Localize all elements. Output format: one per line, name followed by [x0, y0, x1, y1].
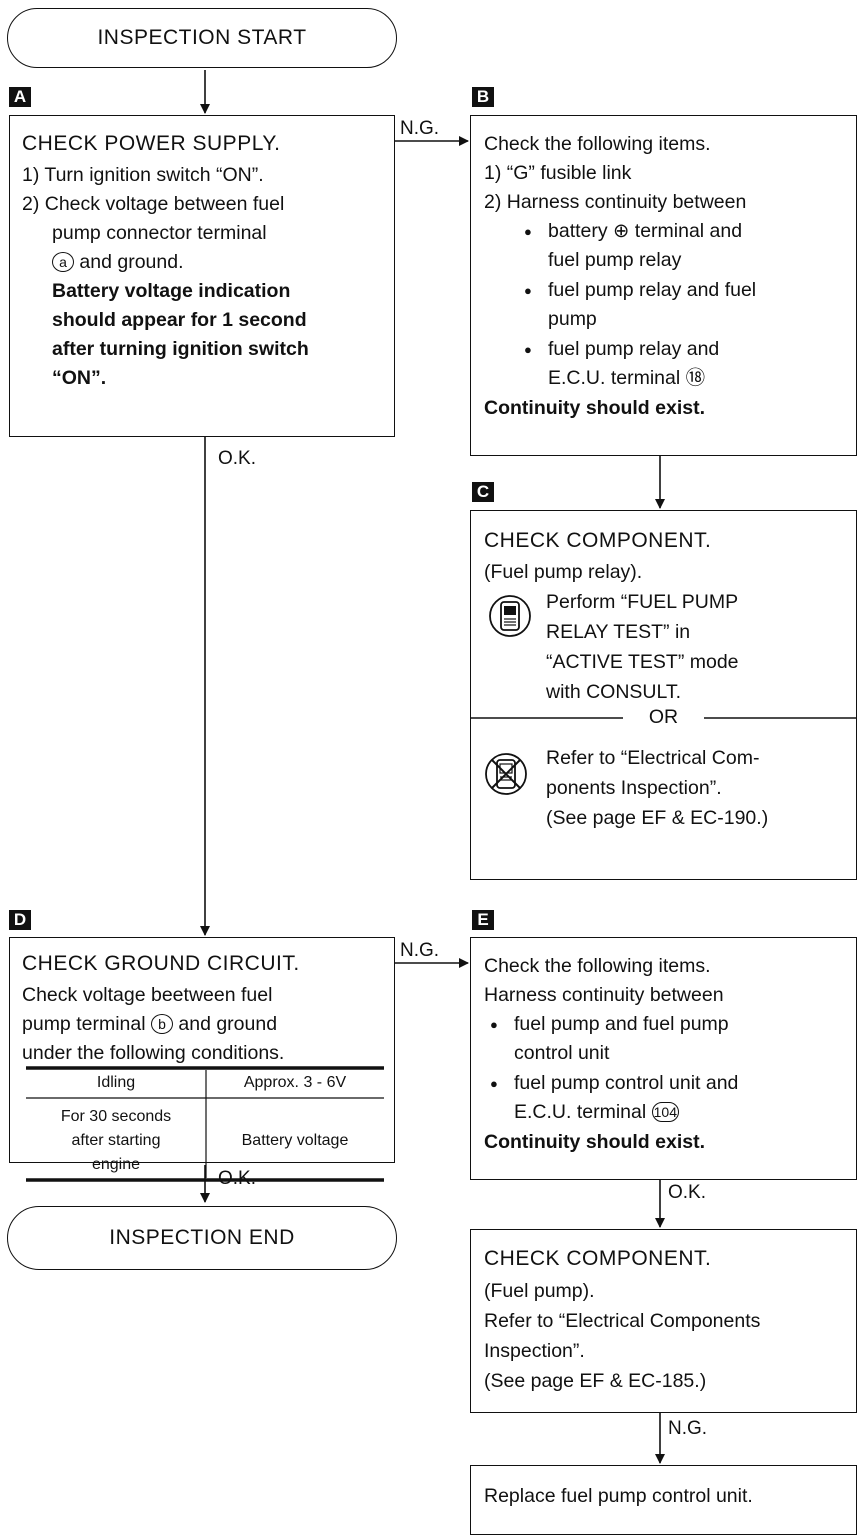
- step-label-e: E: [472, 910, 494, 930]
- box-g-line-1: Replace fuel pump control unit.: [484, 1485, 753, 1507]
- flow-label-ng-a: N.G.: [400, 118, 440, 139]
- inspection-end: INSPECTION END: [7, 1206, 397, 1270]
- box-check-ground-circuit: [9, 937, 395, 1163]
- box-f-line-3: Inspection”.: [484, 1340, 585, 1362]
- step-label-c: C: [472, 482, 494, 502]
- box-a-line-3: pump connector terminal: [52, 222, 267, 244]
- box-f-title: CHECK COMPONENT.: [484, 1247, 712, 1270]
- box-c-or: OR: [648, 706, 679, 728]
- or-divider: [470, 717, 857, 719]
- box-e-item-2a: fuel pump control unit and: [490, 1069, 738, 1098]
- flow-label-ng-f: N.G.: [668, 1418, 708, 1439]
- box-e-line-2: Harness continuity between: [484, 984, 724, 1006]
- box-d-line-1: Check voltage beetween fuel: [22, 984, 273, 1006]
- box-b-line-3: 2) Harness continuity between: [484, 191, 747, 213]
- box-b-item-1a: battery ⊕ terminal and: [524, 217, 742, 246]
- box-a-bold-1: Battery voltage indication: [52, 280, 291, 302]
- box-c-perform-1: Perform “FUEL PUMP: [546, 591, 739, 613]
- box-a-title: CHECK POWER SUPPLY.: [22, 132, 281, 155]
- box-e-line-1: Check the following items.: [484, 955, 711, 977]
- box-e-item-1b: control unit: [514, 1042, 610, 1064]
- box-a-bold-4: “ON”.: [52, 367, 107, 389]
- box-c-perform-3: “ACTIVE TEST” mode: [546, 651, 739, 673]
- box-d-title: CHECK GROUND CIRCUIT.: [22, 952, 300, 975]
- box-b-item-2b: pump: [548, 308, 597, 330]
- box-b-item-3b: E.C.U. terminal ⑱: [548, 367, 706, 389]
- step-label-d: D: [9, 910, 31, 930]
- box-e-item-1a: fuel pump and fuel pump: [490, 1010, 729, 1039]
- step-label-a: A: [9, 87, 31, 107]
- box-c-refer-3: (See page EF & EC-190.): [546, 807, 769, 829]
- table-cell-after-start-3: engine: [91, 1156, 141, 1173]
- table-cell-battery-voltage: Battery voltage: [241, 1132, 349, 1149]
- box-replace-control-unit: [470, 1465, 857, 1535]
- box-b-bold: Continuity should exist.: [484, 397, 706, 419]
- box-b-line-1: Check the following items.: [484, 133, 711, 155]
- inspection-start: INSPECTION START: [7, 8, 397, 68]
- box-c-refer-1: Refer to “Electrical Com-: [546, 747, 760, 769]
- no-consult-device-icon: [485, 753, 527, 795]
- box-check-power-supply: [9, 115, 395, 437]
- box-c-title: CHECK COMPONENT.: [484, 529, 712, 552]
- table-cell-after-start-1: For 30 seconds: [60, 1108, 172, 1125]
- box-b-line-2: 1) “G” fusible link: [484, 162, 632, 184]
- box-a-line-2: 2) Check voltage between fuel: [22, 193, 285, 215]
- box-b-item-1b: fuel pump relay: [548, 249, 682, 271]
- box-c-perform-4: with CONSULT.: [546, 681, 682, 703]
- table-rules: [26, 1066, 384, 1182]
- table-cell-idling: Idling: [96, 1074, 136, 1091]
- terminal-a-marker: a: [52, 252, 74, 272]
- box-c-line-1: (Fuel pump relay).: [484, 561, 643, 583]
- box-c-refer-2: ponents Inspection”.: [546, 777, 722, 799]
- consult-device-icon: [489, 595, 531, 637]
- table-cell-after-start-2: after starting: [71, 1132, 161, 1149]
- box-f-line-1: (Fuel pump).: [484, 1280, 595, 1302]
- table-cell-approx-voltage: Approx. 3 - 6V: [243, 1074, 347, 1091]
- box-check-component-relay: [470, 510, 857, 880]
- box-f-line-2: Refer to “Electrical Components: [484, 1310, 761, 1332]
- box-c-perform-2: RELAY TEST” in: [546, 621, 691, 643]
- box-a-bold-3: after turning ignition switch: [52, 338, 309, 360]
- box-a-line-1: 1) Turn ignition switch “ON”.: [22, 164, 264, 186]
- box-b-item-3a: fuel pump relay and: [524, 335, 719, 364]
- flow-label-ng-d: N.G.: [400, 940, 440, 961]
- flow-label-ok-e: O.K.: [668, 1182, 707, 1203]
- box-e-bold: Continuity should exist.: [484, 1131, 706, 1153]
- box-a-bold-2: should appear for 1 second: [52, 309, 307, 331]
- box-d-line-2: pump terminal b and ground: [22, 1013, 278, 1035]
- box-a-line-4: a and ground.: [52, 248, 184, 277]
- box-b-item-2a: fuel pump relay and fuel: [524, 276, 756, 305]
- box-d-line-3: under the following conditions.: [22, 1042, 285, 1064]
- box-f-line-4: (See page EF & EC-185.): [484, 1370, 707, 1392]
- box-e-item-2b: E.C.U. terminal 104: [514, 1101, 679, 1123]
- box-check-following-items-e: [470, 937, 857, 1180]
- terminal-b-marker: b: [150, 1014, 173, 1034]
- flow-label-ok-a: O.K.: [218, 448, 257, 469]
- box-check-component-pump: [470, 1229, 857, 1413]
- step-label-b: B: [472, 87, 494, 107]
- terminal-104-marker: 104: [651, 1102, 679, 1122]
